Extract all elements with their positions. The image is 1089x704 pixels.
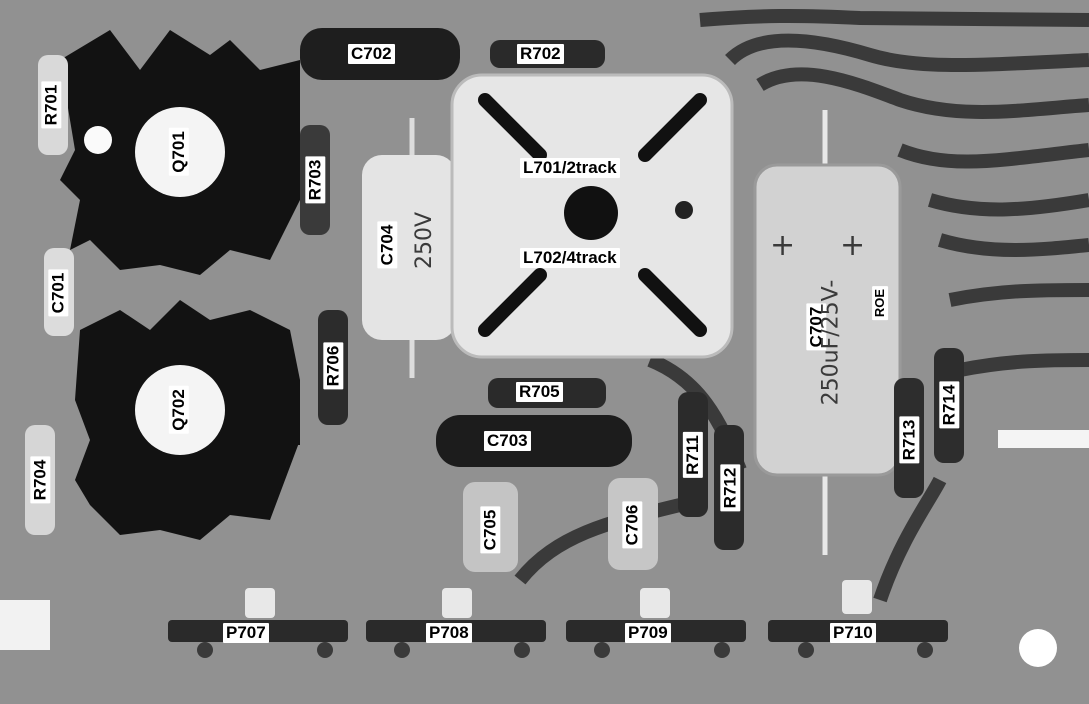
label-c705: C705 [480,506,501,554]
c707-brand: ROE [872,285,889,321]
label-p709: P709 [625,623,671,643]
c704-rating: 250V [412,211,438,270]
capacitor-c703 [436,415,632,467]
capacitor-c707 [755,165,900,475]
label-p708: P708 [426,623,472,643]
c707-rating: 250uF/25V- [818,279,844,406]
label-r702: R702 [517,44,564,64]
label-r713: R713 [899,416,920,464]
wire-lead [998,430,1089,448]
board-notch [0,600,50,650]
label-r712: R712 [720,464,741,512]
label-q701: Q701 [168,128,189,176]
label-p710: P710 [830,623,876,643]
label-r703: R703 [305,156,326,204]
mounting-hole [1019,629,1057,667]
copper-traces [514,8,1089,603]
coil-center-hole [564,186,618,240]
label-r701: R701 [41,81,62,129]
c707-plus-1: + [770,228,796,263]
c707-plus-2: + [840,228,866,263]
label-r714: R714 [939,381,960,429]
label-c704: C704 [377,221,398,269]
label-l701: L701/2track [520,158,620,178]
label-c702: C702 [348,44,395,64]
label-r705: R705 [516,382,563,402]
label-l702: L702/4track [520,248,620,268]
label-q702: Q702 [168,386,189,434]
label-c703: C703 [484,431,531,451]
label-r711: R711 [682,432,703,478]
label-c706: C706 [622,501,643,549]
label-r704: R704 [30,456,51,504]
label-c701: C701 [48,269,69,317]
label-p707: P707 [223,623,269,643]
label-r706: R706 [323,342,344,390]
capacitor-c704 [362,155,456,340]
